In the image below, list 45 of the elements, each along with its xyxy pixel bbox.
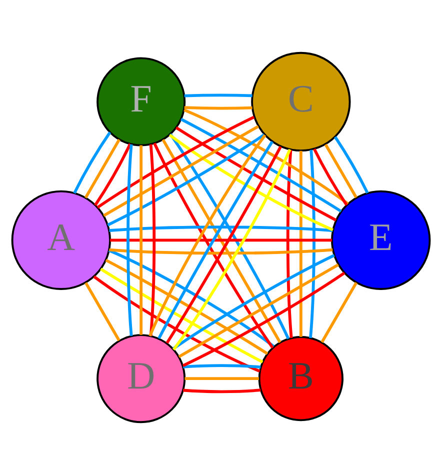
connector — [93, 274, 260, 372]
connector — [184, 376, 259, 380]
connector — [299, 150, 302, 336]
connector — [182, 271, 346, 366]
connector — [180, 117, 342, 212]
connector — [184, 106, 252, 110]
node-circle: C — [251, 51, 351, 152]
connector — [169, 132, 290, 339]
connector — [175, 126, 337, 221]
connector — [100, 267, 264, 363]
connector — [184, 93, 252, 97]
connector — [182, 388, 261, 393]
connector — [126, 144, 133, 336]
connector — [105, 258, 268, 354]
node-circle: E — [331, 190, 431, 290]
connector — [172, 254, 335, 350]
connector — [182, 364, 261, 368]
connector — [107, 132, 266, 226]
connector — [324, 143, 358, 198]
connector — [109, 225, 333, 232]
node-circle: F — [96, 56, 186, 146]
connector — [94, 142, 132, 206]
connector — [184, 108, 349, 204]
connector — [108, 248, 275, 348]
connector — [312, 148, 348, 206]
node-circle: A — [11, 190, 111, 290]
connector — [309, 149, 316, 338]
connector — [286, 149, 293, 338]
connector — [334, 136, 369, 194]
node-circle: D — [96, 334, 186, 423]
connector — [148, 134, 266, 336]
connector — [110, 238, 332, 242]
connector — [172, 148, 292, 350]
connector — [109, 248, 333, 254]
connector — [84, 282, 120, 341]
connector — [140, 144, 143, 334]
node-circle: B — [258, 336, 344, 421]
connector — [320, 281, 358, 342]
connector — [103, 124, 260, 216]
connector — [149, 144, 156, 336]
connector — [96, 115, 255, 208]
connector — [178, 262, 339, 358]
connector — [84, 138, 120, 198]
connector — [73, 130, 112, 194]
connector — [168, 133, 334, 231]
